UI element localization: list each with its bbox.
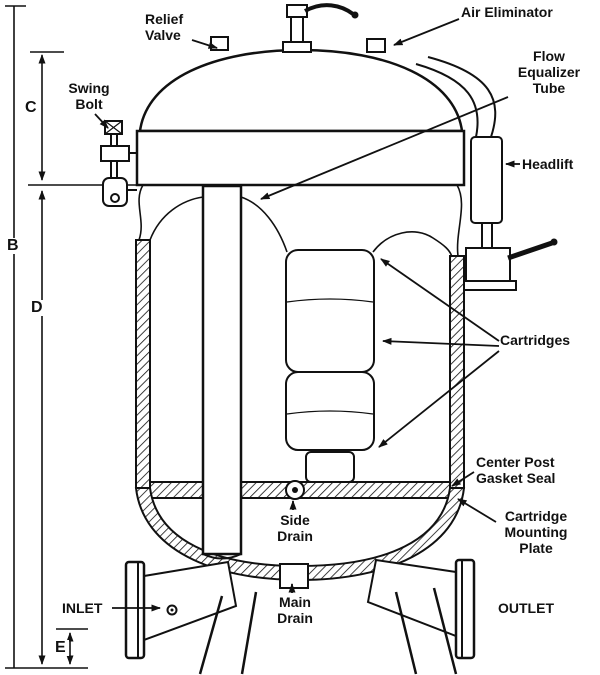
- swing-bolt-arrow: [94, 113, 109, 129]
- relief-valve-fitting: [210, 36, 229, 51]
- dimension-d-label: D: [28, 300, 46, 316]
- inlet-nozzle: [124, 560, 238, 660]
- dimension-e-label: E: [52, 640, 69, 656]
- dimension-b-label: B: [4, 238, 22, 254]
- support-legs: [198, 587, 458, 675]
- cartridges-arrow-mid: [382, 337, 500, 347]
- flow-equalizer-label: Flow Equalizer Tube: [517, 48, 581, 97]
- inlet-label: INLET: [62, 600, 103, 616]
- air-eliminator-label: Air Eliminator: [461, 4, 553, 20]
- cartridge-mounting-label: Cartridge Mounting Plate: [504, 508, 568, 557]
- air-eliminator-arrow: [393, 18, 460, 46]
- headlift-label: Headlift: [522, 156, 574, 172]
- headlift-assembly: [451, 136, 558, 296]
- top-valve: [282, 3, 359, 53]
- cartridges-label: Cartridges: [500, 332, 571, 348]
- vessel-outline: [100, 3, 558, 675]
- outlet-nozzle: [366, 558, 476, 660]
- flow-equalizer-tube: [201, 184, 243, 560]
- side-drain-valve: [285, 480, 305, 500]
- cartridge-elements: [285, 249, 375, 483]
- swing-bolt-assembly: [100, 120, 137, 207]
- shell-wall-left: [135, 239, 151, 489]
- dimension-c-label: C: [22, 100, 40, 116]
- air-eliminator-fitting: [366, 38, 386, 53]
- main-drain-stub: [279, 563, 309, 589]
- relief-valve-arrow: [191, 39, 218, 49]
- mounting-plate-leader: [457, 498, 497, 523]
- leader-arrows: [94, 18, 520, 612]
- relief-valve-label: Relief Valve: [145, 11, 184, 44]
- center-post-gasket-label: Center Post Gasket Seal: [476, 454, 556, 487]
- dimension-lines: [5, 5, 136, 669]
- cartridges-arrow-bottom: [378, 350, 500, 448]
- flow-equalizer-arrow: [260, 96, 509, 200]
- cartridges-arrow-top: [380, 258, 500, 342]
- main-drain-label: Main Drain: [277, 594, 313, 627]
- vessel-flange-band: [135, 129, 466, 187]
- vessel-dome: [138, 48, 464, 133]
- center-post-leader: [451, 471, 475, 487]
- swing-bolt-label: Swing Bolt: [68, 80, 110, 113]
- shell-wall-right: [449, 255, 465, 489]
- side-drain-label: Side Drain: [277, 512, 313, 545]
- outlet-label: OUTLET: [498, 600, 554, 616]
